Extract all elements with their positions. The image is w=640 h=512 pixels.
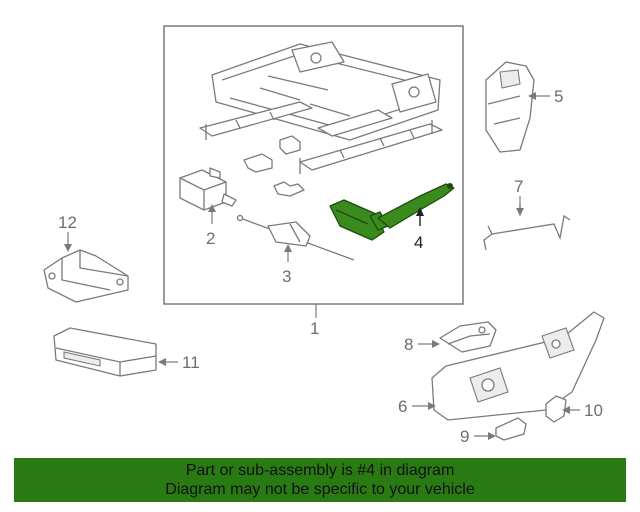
callout-6: 6 — [398, 397, 407, 416]
part-11-module — [53, 327, 157, 377]
part-9-cap — [495, 417, 527, 441]
banner-line-part: Part or sub-assembly is #4 in diagram — [185, 462, 455, 479]
small-clips — [243, 135, 305, 197]
assembly-frame-box — [163, 25, 464, 305]
leader-lines — [64, 92, 580, 440]
part-10-knob — [545, 395, 567, 423]
callout-8: 8 — [404, 335, 413, 354]
part-2-sensor — [179, 167, 237, 211]
part-5-trim-panel — [485, 61, 535, 153]
part-12-bracket — [43, 249, 129, 303]
callout-4: 4 — [414, 233, 423, 252]
callout-3: 3 — [282, 267, 291, 286]
callout-9: 9 — [460, 427, 469, 446]
callout-2: 2 — [206, 229, 215, 248]
seat-frame-illustration — [199, 41, 443, 174]
callout-1: 1 — [310, 319, 319, 338]
part-4-motor-assembly — [329, 183, 455, 241]
part-6-side-shield — [431, 311, 605, 421]
callout-10: 10 — [584, 401, 603, 420]
parts-diagram: 1 2 3 4 5 6 7 8 9 10 11 12 — [43, 25, 605, 446]
part-8-bracket — [439, 321, 497, 353]
callout-12: 12 — [58, 213, 77, 232]
part-7-cable — [483, 204, 571, 251]
banner-line-disclaimer: Diagram may not be specific to your vehi… — [165, 481, 475, 498]
callout-11: 11 — [182, 353, 200, 372]
part-info-banner: Part or sub-assembly is #4 in diagram Di… — [14, 458, 626, 502]
callout-5: 5 — [554, 87, 563, 106]
callout-7: 7 — [514, 177, 523, 196]
part-3-shaft — [236, 214, 355, 261]
